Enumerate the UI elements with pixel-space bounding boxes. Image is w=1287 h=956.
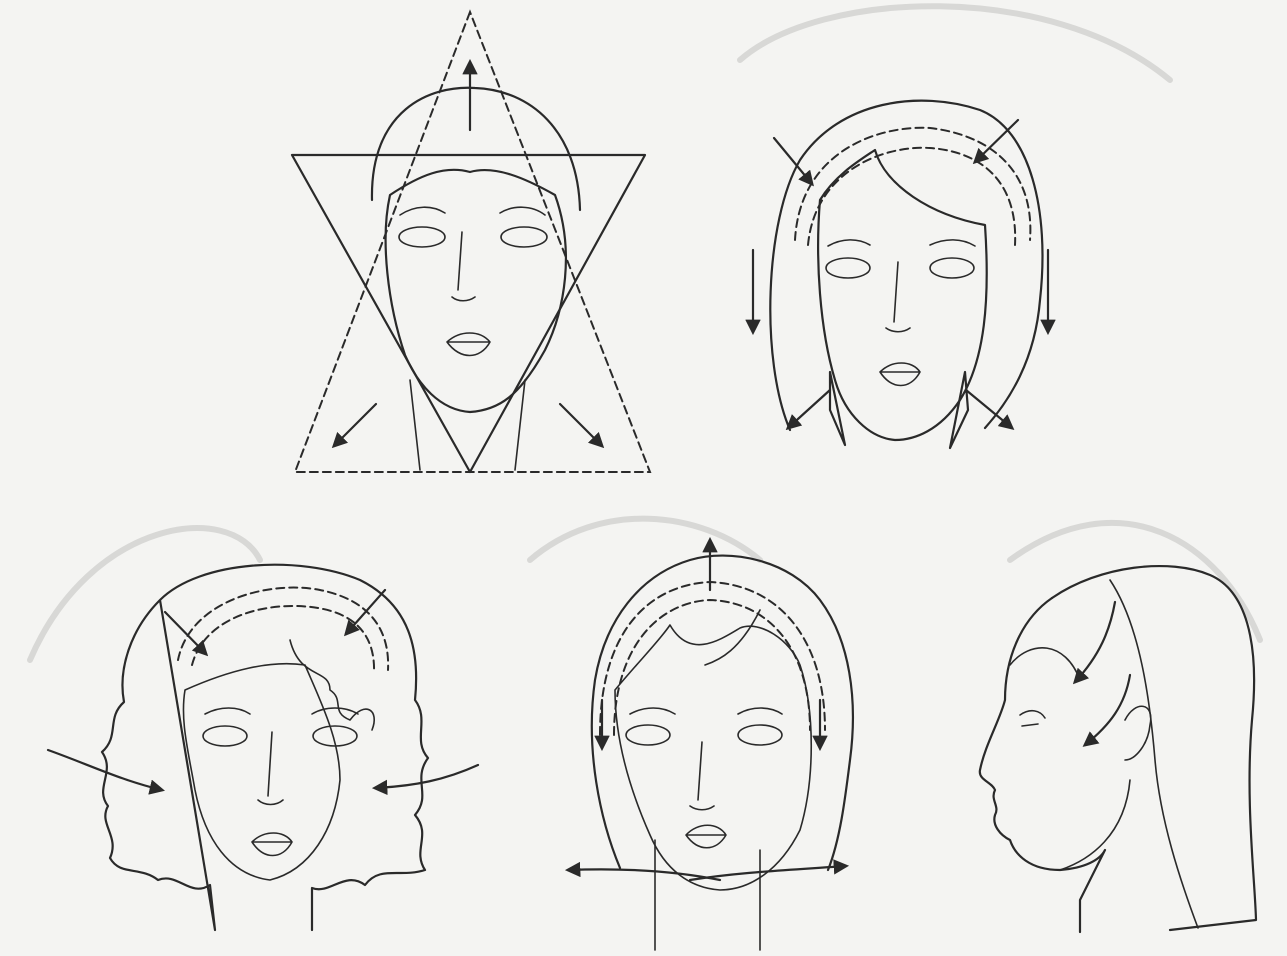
panel-3-mouth [252,833,292,856]
panel-3-arrow-right [375,765,478,788]
panel-4-dashed-arc-inner [614,600,810,735]
panel-5-hair-inner [1110,580,1198,928]
background-ghost-lines [30,6,1260,660]
panel-5-hairline [1010,648,1080,680]
panel-2-dashed-arc-outer [795,128,1030,240]
panel-1-mouth [447,333,490,356]
panel-2-right-eye [930,258,974,278]
panel-1-inverted-triangle [292,155,645,472]
panel-1-right-eye [501,227,547,247]
panel-4-short-head [568,540,853,950]
panel-2-mouth [880,363,920,386]
panel-3-dashed-arc-outer [178,588,388,670]
panel-3-hair-outline [102,565,428,930]
panel-2-hair-outline [770,101,1042,430]
panel-2-arrow-top-left [774,138,812,184]
panel-5-profile-head [980,566,1256,932]
panel-5-arrow-lower [1085,675,1130,745]
panel-2-face-outline [818,150,987,440]
panel-1-face-outline [386,170,566,412]
panel-4-mouth [686,825,726,848]
panel-1-triangle-head [292,12,650,472]
panel-1-right-arrow [560,404,602,446]
panel-4-nose [690,742,714,810]
panel-5-eye [1020,711,1045,726]
panel-5-arrow-upper [1075,602,1115,682]
panel-2-arrow-top-right [975,120,1018,162]
panel-1-left-eye [399,227,445,247]
panel-3-wavy-head [48,565,478,930]
panel-2-nose [886,262,910,332]
panel-3-dashed-arc-inner [192,606,374,672]
panel-3-face-outline [183,664,340,880]
panel-5-ear [1125,706,1151,760]
panel-2-bob-head [753,101,1048,448]
panel-4-right-eye [738,725,782,745]
panel-3-nose [258,732,283,805]
panel-1-nose [452,232,475,301]
panel-5-jawline [1060,780,1130,870]
panel-2-arrow-bottom-left [788,390,830,428]
panel-3-arrow-top-left [165,612,206,654]
panel-4-left-eye [626,725,670,745]
panel-4-face-outline [615,625,811,890]
panel-3-left-eye [203,726,247,746]
panel-2-left-eye [826,258,870,278]
panel-1-left-arrow [334,404,376,446]
